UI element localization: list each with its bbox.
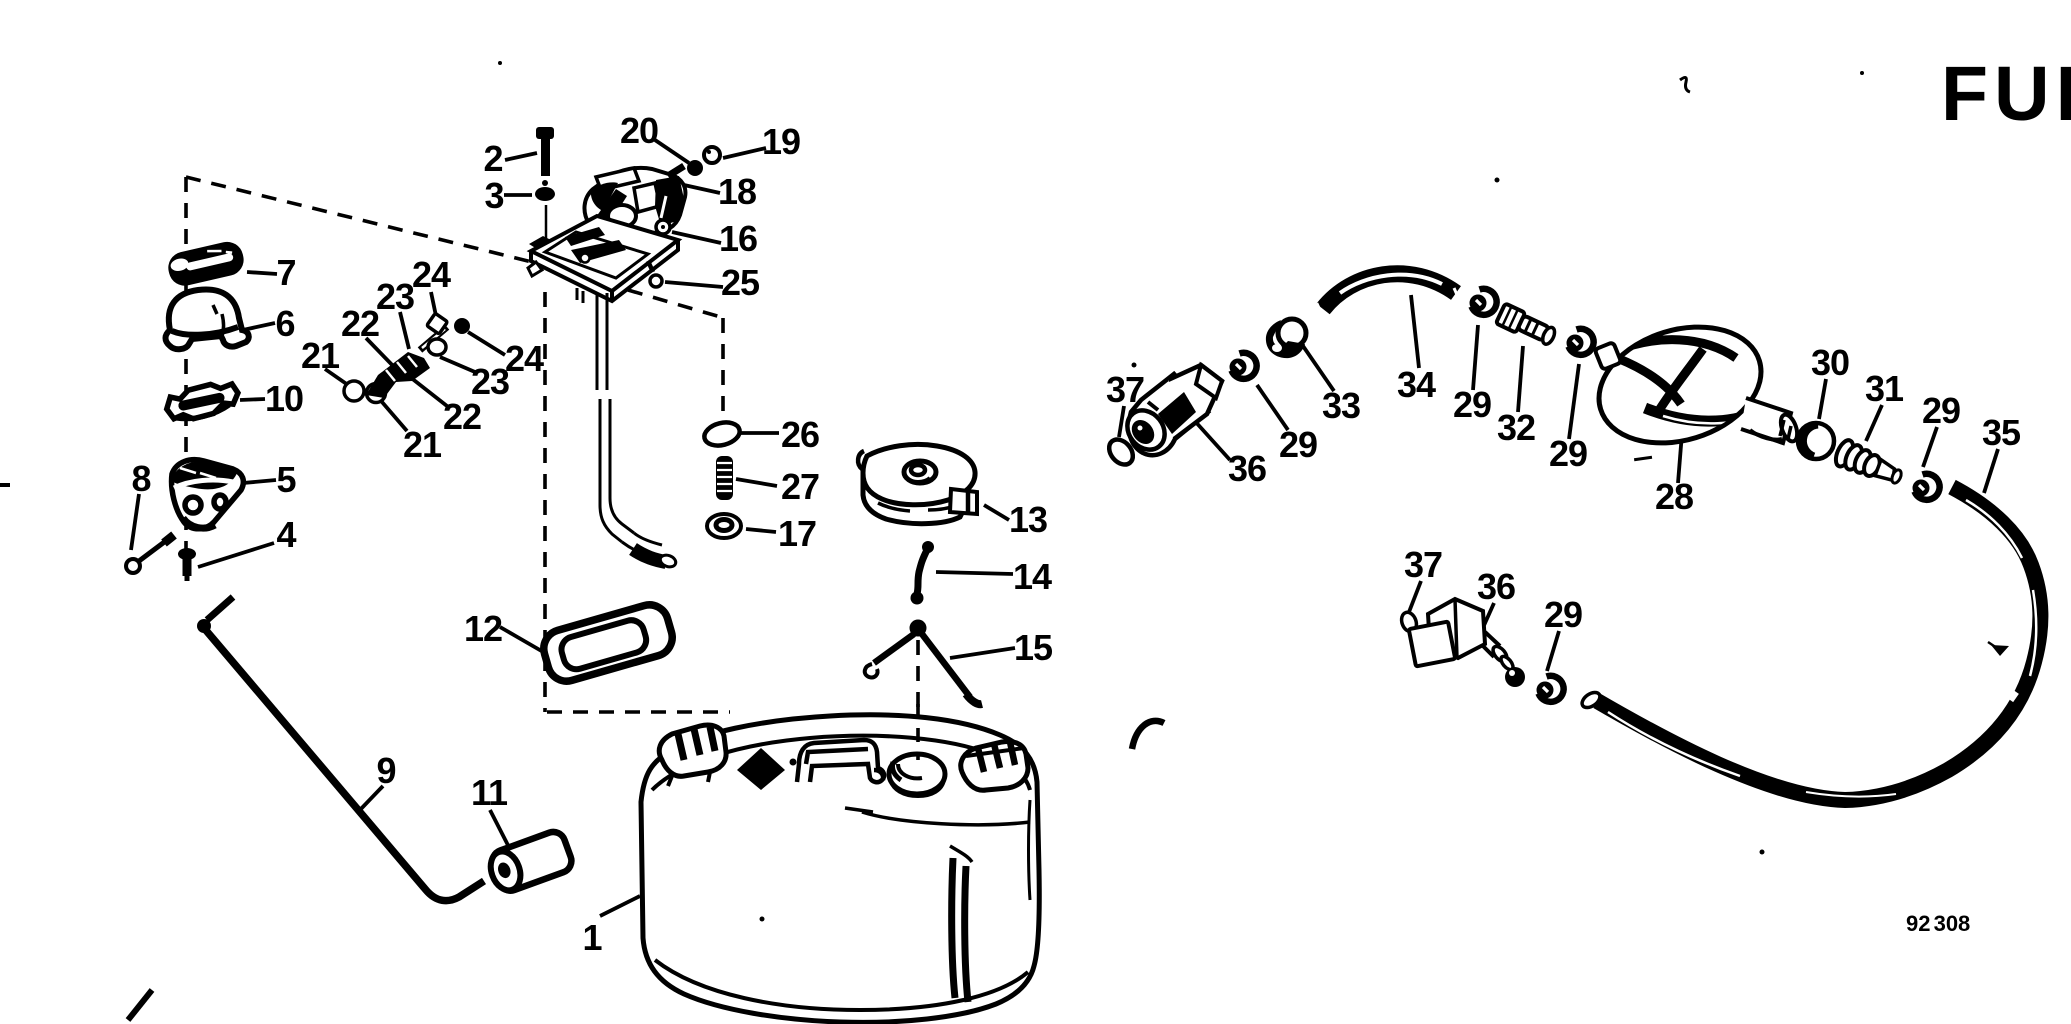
svg-text:27: 27 bbox=[781, 466, 819, 507]
svg-text:17: 17 bbox=[778, 513, 816, 554]
svg-text:33: 33 bbox=[1322, 385, 1360, 426]
svg-text:36: 36 bbox=[1477, 566, 1515, 607]
svg-text:12: 12 bbox=[464, 608, 502, 649]
svg-text:34: 34 bbox=[1397, 364, 1436, 405]
svg-text:9: 9 bbox=[376, 750, 395, 791]
svg-text:1: 1 bbox=[582, 917, 602, 958]
svg-text:20: 20 bbox=[620, 110, 658, 151]
svg-text:23: 23 bbox=[376, 276, 414, 317]
svg-text:36: 36 bbox=[1228, 448, 1266, 489]
svg-text:29: 29 bbox=[1922, 390, 1960, 431]
svg-text:6: 6 bbox=[275, 303, 294, 344]
svg-text:37: 37 bbox=[1106, 369, 1144, 410]
svg-text:FUE: FUE bbox=[1941, 51, 2071, 137]
svg-text:24: 24 bbox=[505, 338, 544, 379]
svg-text:37: 37 bbox=[1404, 544, 1442, 585]
svg-text:29: 29 bbox=[1544, 594, 1582, 635]
svg-text:92 308: 92 308 bbox=[1906, 911, 1970, 936]
svg-text:22: 22 bbox=[443, 396, 481, 437]
svg-text:26: 26 bbox=[781, 414, 819, 455]
svg-text:32: 32 bbox=[1497, 407, 1535, 448]
svg-text:4: 4 bbox=[276, 514, 296, 555]
svg-text:22: 22 bbox=[341, 303, 379, 344]
svg-text:14: 14 bbox=[1013, 556, 1052, 597]
svg-text:16: 16 bbox=[719, 218, 757, 259]
svg-text:2: 2 bbox=[483, 138, 502, 179]
svg-text:5: 5 bbox=[276, 459, 296, 500]
svg-text:11: 11 bbox=[471, 772, 508, 813]
svg-text:29: 29 bbox=[1453, 384, 1491, 425]
svg-text:15: 15 bbox=[1014, 627, 1053, 668]
svg-text:10: 10 bbox=[265, 378, 303, 419]
svg-text:21: 21 bbox=[403, 424, 442, 465]
svg-text:21: 21 bbox=[301, 335, 340, 376]
svg-text:25: 25 bbox=[721, 262, 760, 303]
svg-text:29: 29 bbox=[1549, 433, 1587, 474]
svg-text:13: 13 bbox=[1009, 499, 1047, 540]
svg-text:3: 3 bbox=[484, 175, 503, 216]
svg-text:23: 23 bbox=[471, 361, 509, 402]
svg-text:24: 24 bbox=[412, 254, 451, 295]
svg-text:30: 30 bbox=[1811, 342, 1849, 383]
svg-text:19: 19 bbox=[762, 121, 800, 162]
svg-text:18: 18 bbox=[718, 171, 756, 212]
svg-text:35: 35 bbox=[1982, 412, 2021, 453]
svg-text:28: 28 bbox=[1655, 476, 1693, 517]
svg-text:31: 31 bbox=[1865, 368, 1904, 409]
svg-text:29: 29 bbox=[1279, 424, 1317, 465]
svg-text:8: 8 bbox=[131, 458, 150, 499]
svg-text:7: 7 bbox=[276, 252, 295, 293]
